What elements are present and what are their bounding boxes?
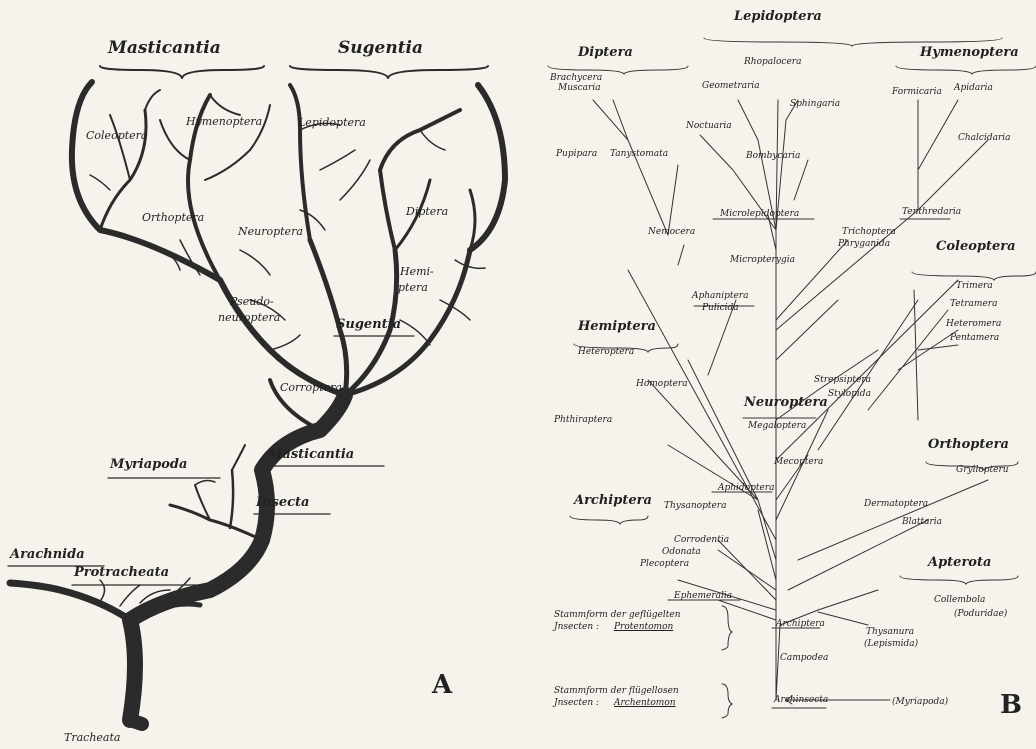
label-protracheata: Protracheata bbox=[74, 566, 169, 579]
b-nemocera: Nemocera bbox=[648, 228, 695, 237]
label-arachnida: Arachnida bbox=[10, 548, 85, 561]
b-gryllopteru: Gryllopteru bbox=[956, 466, 1009, 475]
label-lepidoptera: Lepidoptera bbox=[298, 117, 366, 128]
panel-a-tree: Masticantia Sugentia Coleoptera Hymenopt… bbox=[0, 0, 518, 749]
label-coleoptera: Coleoptera bbox=[86, 130, 147, 141]
b-trichoptera: Trichoptera bbox=[842, 228, 896, 237]
b-pupipara: Pupipara bbox=[556, 150, 597, 159]
b-pentamera: Pentamera bbox=[950, 334, 999, 343]
b-collembola: Collembola bbox=[934, 596, 985, 605]
b-trimera: Trimera bbox=[956, 282, 993, 291]
b-corrodentia: Corrodentia bbox=[674, 536, 729, 545]
b-homoptera: Homoptera bbox=[636, 380, 688, 389]
b-muscaria: Muscaria bbox=[558, 84, 601, 93]
b-noctuaria: Noctuaria bbox=[686, 122, 732, 131]
label-hemiptera-2: ptera bbox=[398, 282, 428, 293]
b-phthiraptera: Phthiraptera bbox=[554, 416, 612, 425]
b-stamm2-line2a: Jnsecten : bbox=[554, 698, 599, 709]
b-phryganida: Phryganida bbox=[838, 240, 890, 249]
b-stamm2-line2b: Archentomon bbox=[614, 698, 676, 709]
label-corrodentia: Corroptera bbox=[280, 382, 342, 393]
b-stamm1-line1: Stammform der geflügelten bbox=[554, 610, 681, 621]
b-mecoptera: Mecoptera bbox=[774, 458, 823, 467]
b-tetramera: Tetramera bbox=[950, 300, 997, 309]
b-neuroptera: Neuroptera bbox=[744, 396, 828, 409]
b-stamm1-line2b: Protentomon bbox=[614, 622, 673, 633]
b-campodea: Campodea bbox=[780, 654, 828, 663]
b-coleoptera: Coleoptera bbox=[936, 240, 1016, 253]
b-formicaria: Formicaria bbox=[892, 88, 942, 97]
b-apterota: Apterota bbox=[928, 556, 991, 569]
b-megaloptera: Megaloptera bbox=[748, 422, 806, 431]
b-lepismida: (Lepismida) bbox=[864, 640, 918, 649]
label-diptera: Diptera bbox=[406, 206, 448, 217]
b-micropterygia: Micropterygia bbox=[730, 256, 795, 265]
b-heteroptera: Heteroptera bbox=[578, 348, 634, 357]
b-geometraria: Geometraria bbox=[702, 82, 760, 91]
label-orthoptera: Orthoptera bbox=[142, 212, 204, 223]
b-aphaniptera: Aphaniptera bbox=[692, 292, 748, 301]
b-stylopida: Stylopida bbox=[828, 390, 871, 399]
b-archinsecta: Archinsecta bbox=[774, 696, 828, 705]
panel-a-branches bbox=[0, 0, 518, 749]
panel-b-branches bbox=[518, 0, 1036, 749]
b-dermatoptera: Dermatoptera bbox=[864, 500, 928, 509]
b-plecoptera: Plecoptera bbox=[640, 560, 689, 569]
label-pseudo-2: neuroptera bbox=[218, 312, 280, 323]
b-pulicida: Pulicida bbox=[702, 304, 739, 313]
b-ephemeralia: Ephemeralia bbox=[674, 592, 732, 601]
b-thysanoptera: Thysanoptera bbox=[664, 502, 726, 511]
b-chalcidaria: Chalcidaria bbox=[958, 134, 1011, 143]
label-hemiptera-1: Hemi- bbox=[400, 266, 434, 277]
panel-letter-b: B bbox=[1000, 690, 1022, 720]
b-myriapoda: (Myriapoda) bbox=[892, 698, 948, 707]
b-poduridae: (Poduridae) bbox=[954, 610, 1007, 619]
b-sphingaria: Sphingaria bbox=[790, 100, 840, 109]
label-myriapoda: Myriapoda bbox=[110, 458, 187, 471]
label-tracheata: Tracheata bbox=[64, 732, 120, 743]
b-odonata: Odonata bbox=[662, 548, 701, 557]
b-brachycera: Brachycera bbox=[550, 74, 602, 83]
b-archiptera-top: Archiptera bbox=[574, 494, 652, 507]
b-aphidoptera: Aphidoptera bbox=[718, 484, 775, 493]
b-tenthredaria: Tenthredaria bbox=[902, 208, 961, 217]
panel-letter-a: A bbox=[432, 670, 452, 700]
b-orthoptera: Orthoptera bbox=[928, 438, 1009, 451]
b-heteromera: Heteromera bbox=[946, 320, 1001, 329]
b-microlepidoptera: Microlepidoptera bbox=[720, 210, 799, 219]
b-hemiptera: Hemiptera bbox=[578, 320, 656, 333]
b-tanystomata: Tanystomata bbox=[610, 150, 668, 159]
b-thysanura: Thysanura bbox=[866, 628, 914, 637]
label-insecta: Insecta bbox=[256, 496, 309, 509]
label-sugentia-top: Sugentia bbox=[338, 40, 423, 57]
b-bombycaria: Bombycaria bbox=[746, 152, 800, 161]
label-sugentia-mid: Sugentia bbox=[336, 318, 401, 331]
b-rhopalocera: Rhopalocera bbox=[744, 58, 801, 67]
b-archiptera-bottom: Archiptera bbox=[776, 620, 825, 629]
label-hymenoptera: Hymenoptera bbox=[186, 116, 262, 127]
b-blattaria: Blattaria bbox=[902, 518, 942, 527]
label-pseudo-1: Pseudo- bbox=[230, 296, 274, 307]
label-masticantia-top: Masticantia bbox=[108, 40, 221, 57]
b-strepsiptera: Strepsiptera bbox=[814, 376, 871, 385]
b-stamm2-line1: Stammform der flügellosen bbox=[554, 686, 679, 697]
b-diptera: Diptera bbox=[578, 46, 633, 59]
b-stamm1-line2a: Jnsecten : bbox=[554, 622, 599, 633]
b-hymenoptera: Hymenoptera bbox=[920, 46, 1019, 59]
label-masticantia-mid: Masticantia bbox=[268, 448, 354, 461]
panel-b-tree: Lepidoptera Diptera Hymenoptera Brachyce… bbox=[518, 0, 1036, 749]
b-apidaria: Apidaria bbox=[954, 84, 993, 93]
b-lepidoptera: Lepidoptera bbox=[734, 10, 822, 23]
label-neuroptera: Neuroptera bbox=[238, 226, 303, 237]
